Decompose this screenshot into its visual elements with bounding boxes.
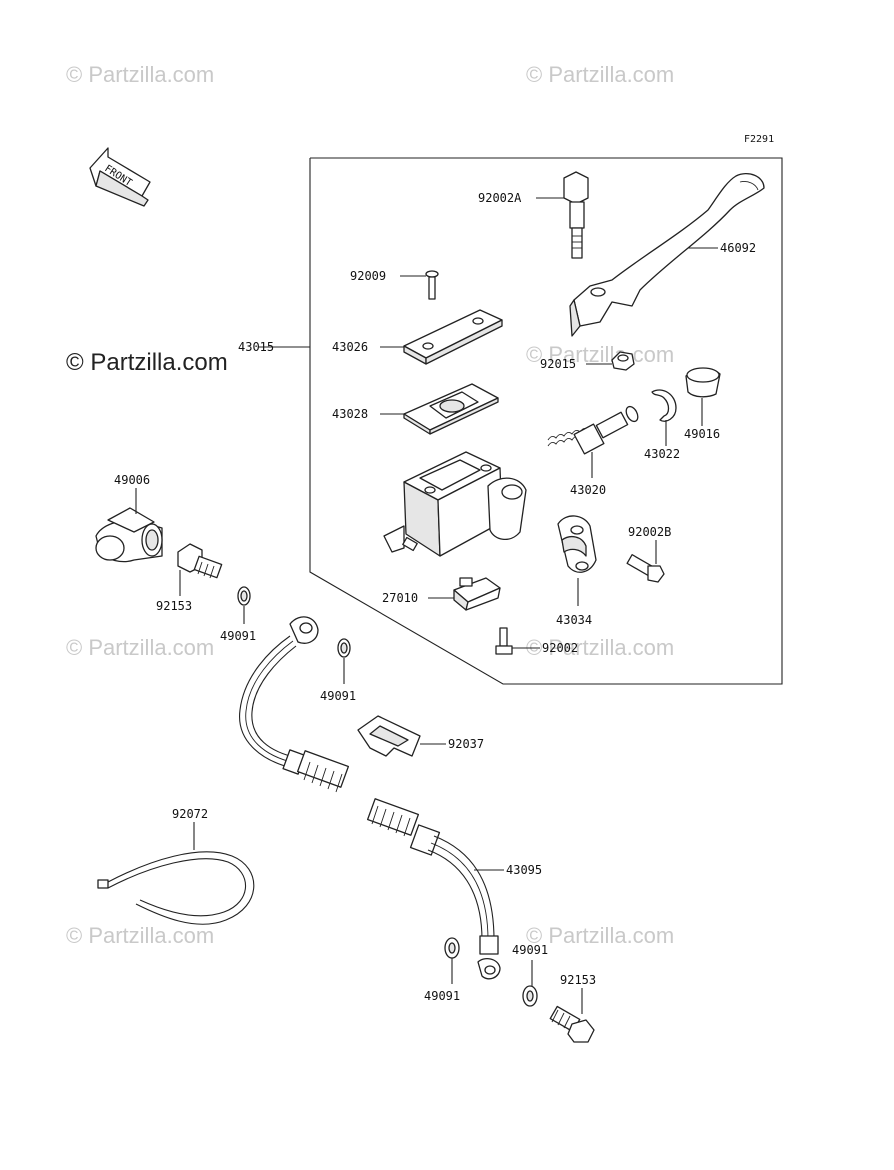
reservoir-cap <box>403 309 503 365</box>
watermark: © Partzilla.com <box>66 349 228 376</box>
part-label-43020: 43020 <box>570 483 606 497</box>
part-label-43022: 43022 <box>644 447 680 461</box>
part-label-49091-c: 49091 <box>512 943 548 957</box>
front-arrow-icon: FRONT <box>89 147 151 207</box>
assembly-outline <box>309 157 783 685</box>
brake-lever <box>569 173 765 337</box>
part-label-49091-b: 49091 <box>320 689 356 703</box>
part-label-92153-bottom: 92153 <box>560 973 596 987</box>
banjo-cover <box>95 507 163 563</box>
part-label-46092: 46092 <box>720 241 756 255</box>
part-label-43095: 43095 <box>506 863 542 877</box>
banjo-bolt-bottom <box>549 1005 595 1043</box>
part-label-92009: 92009 <box>350 269 386 283</box>
handlebar-clamp <box>557 515 597 573</box>
switch-screw <box>495 627 513 655</box>
brake-light-switch <box>453 577 501 611</box>
part-label-92002A: 92002A <box>478 191 522 205</box>
part-label-43034: 43034 <box>556 613 592 627</box>
hose-clamp <box>357 715 421 757</box>
part-label-92002: 92002 <box>542 641 578 655</box>
part-label-43015: 43015 <box>238 340 274 354</box>
watermark: © Partzilla.com <box>526 342 674 367</box>
part-label-92002B: 92002B <box>628 525 671 539</box>
piston-kit <box>547 405 639 455</box>
part-label-92015: 92015 <box>540 357 576 371</box>
diaphragm <box>403 383 499 435</box>
part-label-27010: 27010 <box>382 591 418 605</box>
brake-hose-lower <box>366 798 501 980</box>
part-label-92037: 92037 <box>448 737 484 751</box>
part-label-49091-a: 49091 <box>220 629 256 643</box>
watermark: © Partzilla.com <box>66 923 214 948</box>
circlip <box>651 389 677 422</box>
part-label-49016: 49016 <box>684 427 720 441</box>
watermark: © Partzilla.com <box>526 923 674 948</box>
part-label-92153-top: 92153 <box>156 599 192 613</box>
cable-tie <box>97 851 255 925</box>
part-label-49006: 49006 <box>114 473 150 487</box>
watermark: © Partzilla.com <box>526 62 674 87</box>
part-label-49091-d: 49091 <box>424 989 460 1003</box>
watermark: © Partzilla.com <box>66 62 214 87</box>
master-cylinder-body <box>383 451 527 557</box>
clamp-bolt <box>626 554 665 583</box>
pivot-nut <box>611 351 635 371</box>
cap-screw <box>425 270 439 300</box>
figure-code: F2291 <box>744 134 774 145</box>
part-label-43026: 43026 <box>332 340 368 354</box>
brake-hose-upper <box>239 616 350 793</box>
pivot-bolt <box>563 171 589 259</box>
banjo-bolt-top <box>177 543 223 579</box>
watermark: © Partzilla.com <box>66 635 214 660</box>
part-label-92072: 92072 <box>172 807 208 821</box>
watermark: © Partzilla.com <box>526 635 674 660</box>
part-label-43028: 43028 <box>332 407 368 421</box>
dust-boot <box>685 367 721 398</box>
